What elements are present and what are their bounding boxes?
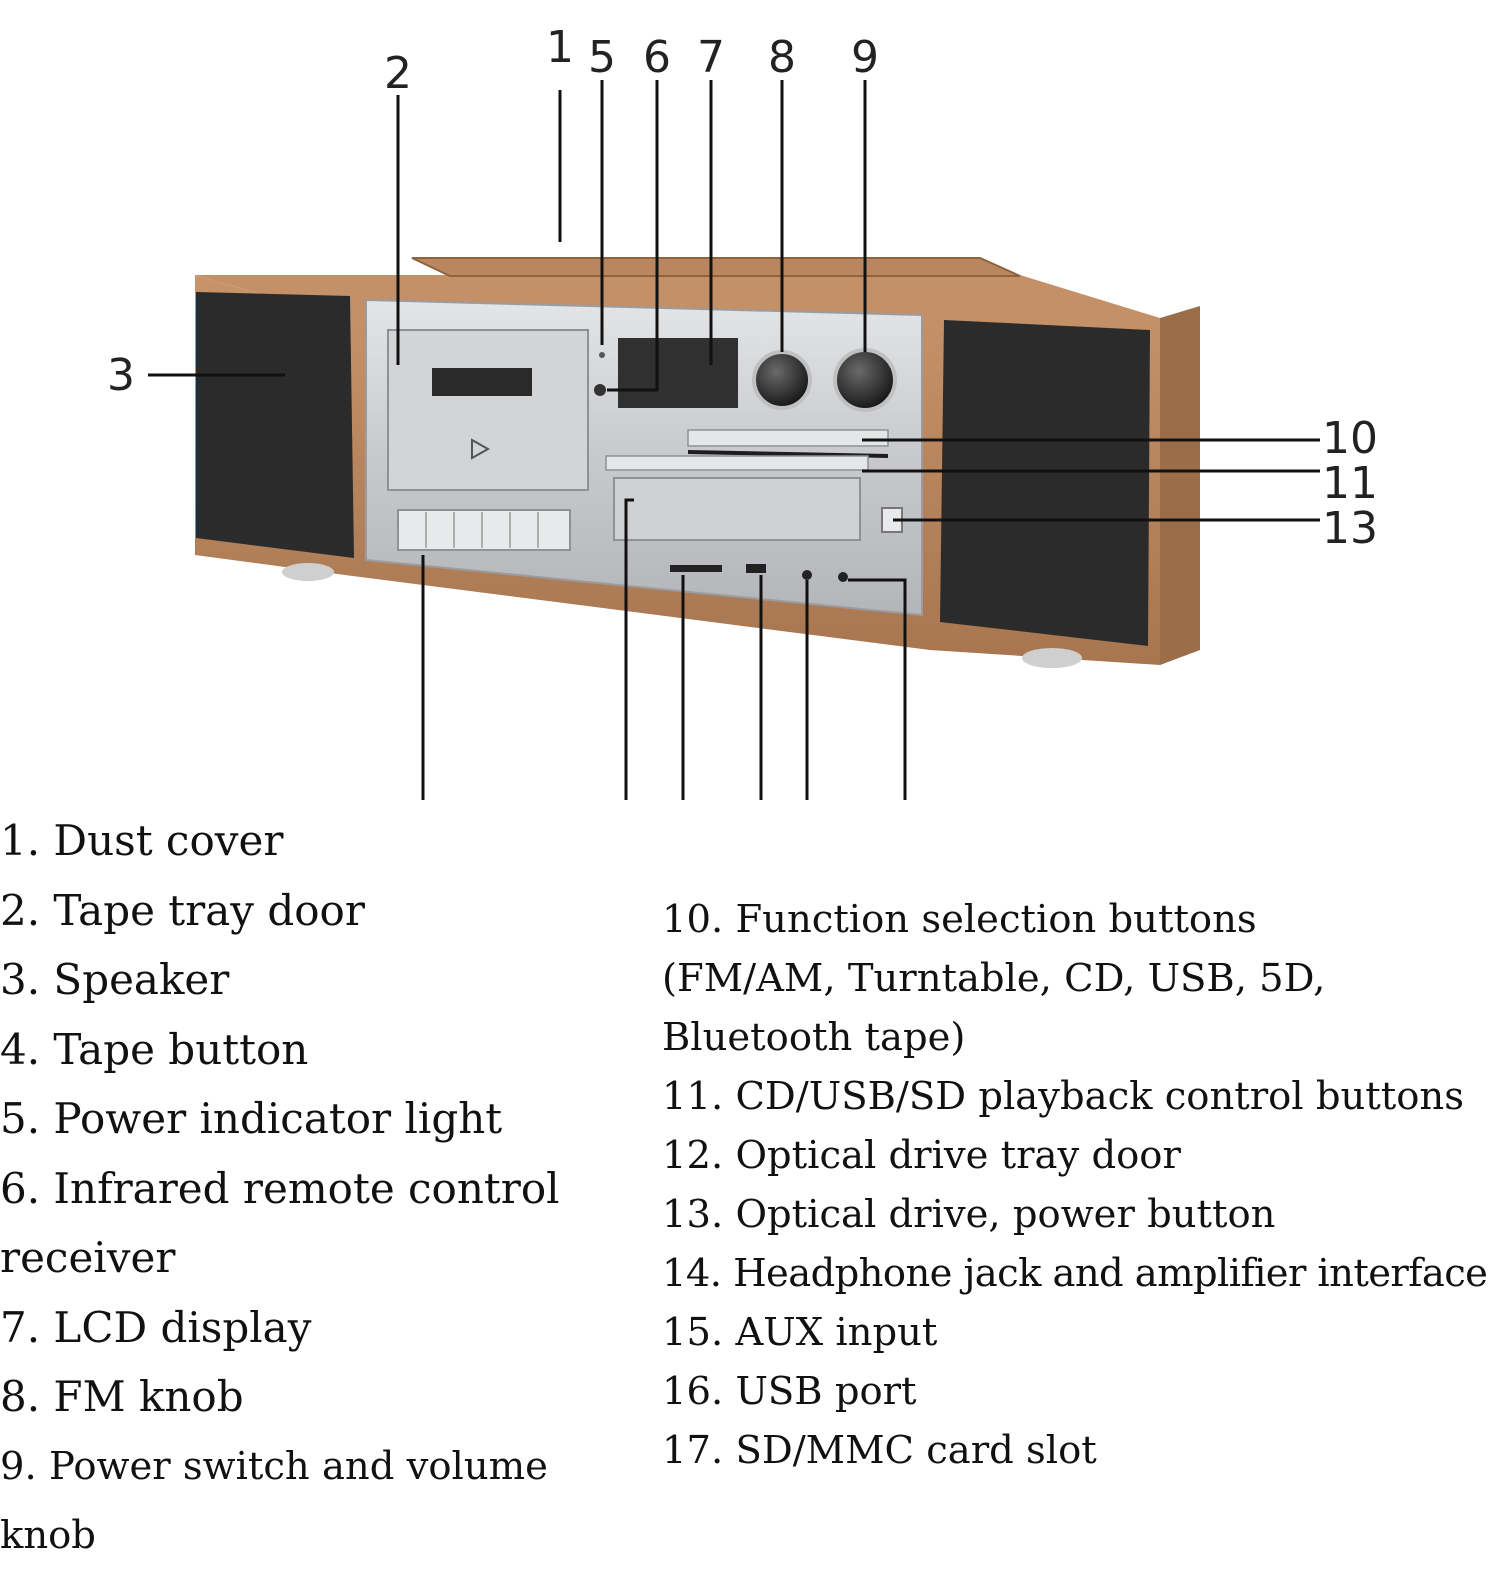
leader-lines xyxy=(148,80,1320,800)
headphone-jack xyxy=(838,572,848,582)
callout-7: 7 xyxy=(697,32,725,83)
callout-10: 10 xyxy=(1322,413,1378,464)
infrared-receiver xyxy=(594,384,606,396)
left-speaker xyxy=(196,292,354,558)
lcd-display xyxy=(618,338,738,408)
callout-11: 11 xyxy=(1322,458,1378,509)
legend-item: receiver xyxy=(0,1233,176,1282)
cassette-door xyxy=(387,329,589,491)
legend-right: 10. Function selection buttons (FM/AM, T… xyxy=(662,890,1500,1480)
power-indicator-light xyxy=(599,352,605,358)
aux-jack xyxy=(802,570,812,580)
foot-right xyxy=(1022,648,1082,668)
legend-item: 5. Power indicator light xyxy=(0,1094,503,1143)
legend-item: 8. FM knob xyxy=(0,1372,244,1421)
cassette-window xyxy=(432,368,532,396)
volume-knob xyxy=(833,348,897,412)
stereo-system-diagram: 1 2 3 4 5 6 7 8 9 10 11 12 13 14 15 16 1… xyxy=(107,22,1378,800)
fm-knob xyxy=(752,350,812,410)
callout-1: 1 xyxy=(546,22,574,73)
legend-item: 2. Tape tray door xyxy=(0,885,365,935)
function-button-row xyxy=(687,429,889,447)
play-triangle xyxy=(471,438,491,460)
cd-tray xyxy=(613,477,861,541)
legend-item: 17. SD/MMC card slot xyxy=(662,1428,1097,1473)
legend-item: 13. Optical drive, power button xyxy=(662,1192,1276,1237)
foot-left xyxy=(282,563,334,581)
callout-6: 6 xyxy=(643,32,671,83)
callout-8: 8 xyxy=(768,32,796,83)
callout-9: 9 xyxy=(851,32,879,83)
legend-item: 12. Optical drive tray door xyxy=(662,1133,1181,1178)
legend-item: 7. LCD display xyxy=(0,1302,312,1352)
callout-3: 3 xyxy=(107,350,135,401)
legend-item: 16. USB port xyxy=(662,1369,917,1414)
legend-item: 6. Infrared remote control xyxy=(0,1163,560,1213)
playback-button-row xyxy=(605,455,869,471)
cabinet-right-side xyxy=(1160,306,1200,665)
tape-button-strip xyxy=(397,509,571,551)
callout-numbers: 1 2 3 4 5 6 7 8 9 10 11 12 13 14 15 16 1… xyxy=(107,22,1378,554)
legend-item: Bluetooth tape) xyxy=(662,1015,966,1060)
legend-item: 9. Power switch and volume knob xyxy=(0,1443,548,1559)
stereo-unit xyxy=(195,257,1200,668)
right-speaker xyxy=(940,320,1150,646)
usb-port xyxy=(746,564,766,573)
legend-item: (FM/AM, Turntable, CD, USB, 5D, xyxy=(662,956,1326,1001)
callout-13: 13 xyxy=(1322,503,1378,554)
legend-left: 1. Dust cover 2. Tape tray door 3. Speak… xyxy=(0,806,655,1571)
legend-item: 10. Function selection buttons xyxy=(662,897,1257,942)
callout-5: 5 xyxy=(588,32,616,83)
legend-item: 3. Speaker xyxy=(0,955,230,1004)
legend-item: 14. Headphone jack and amplifier interfa… xyxy=(662,1251,1488,1296)
dust-cover xyxy=(411,257,1021,277)
legend-item: 4. Tape button xyxy=(0,1024,309,1074)
legend-item: 1. Dust cover xyxy=(0,816,284,865)
card-slot xyxy=(670,565,722,572)
callout-2: 2 xyxy=(384,48,412,99)
legend-item: 15. AUX input xyxy=(662,1310,938,1355)
legend-item: 11. CD/USB/SD playback control buttons xyxy=(662,1074,1464,1119)
